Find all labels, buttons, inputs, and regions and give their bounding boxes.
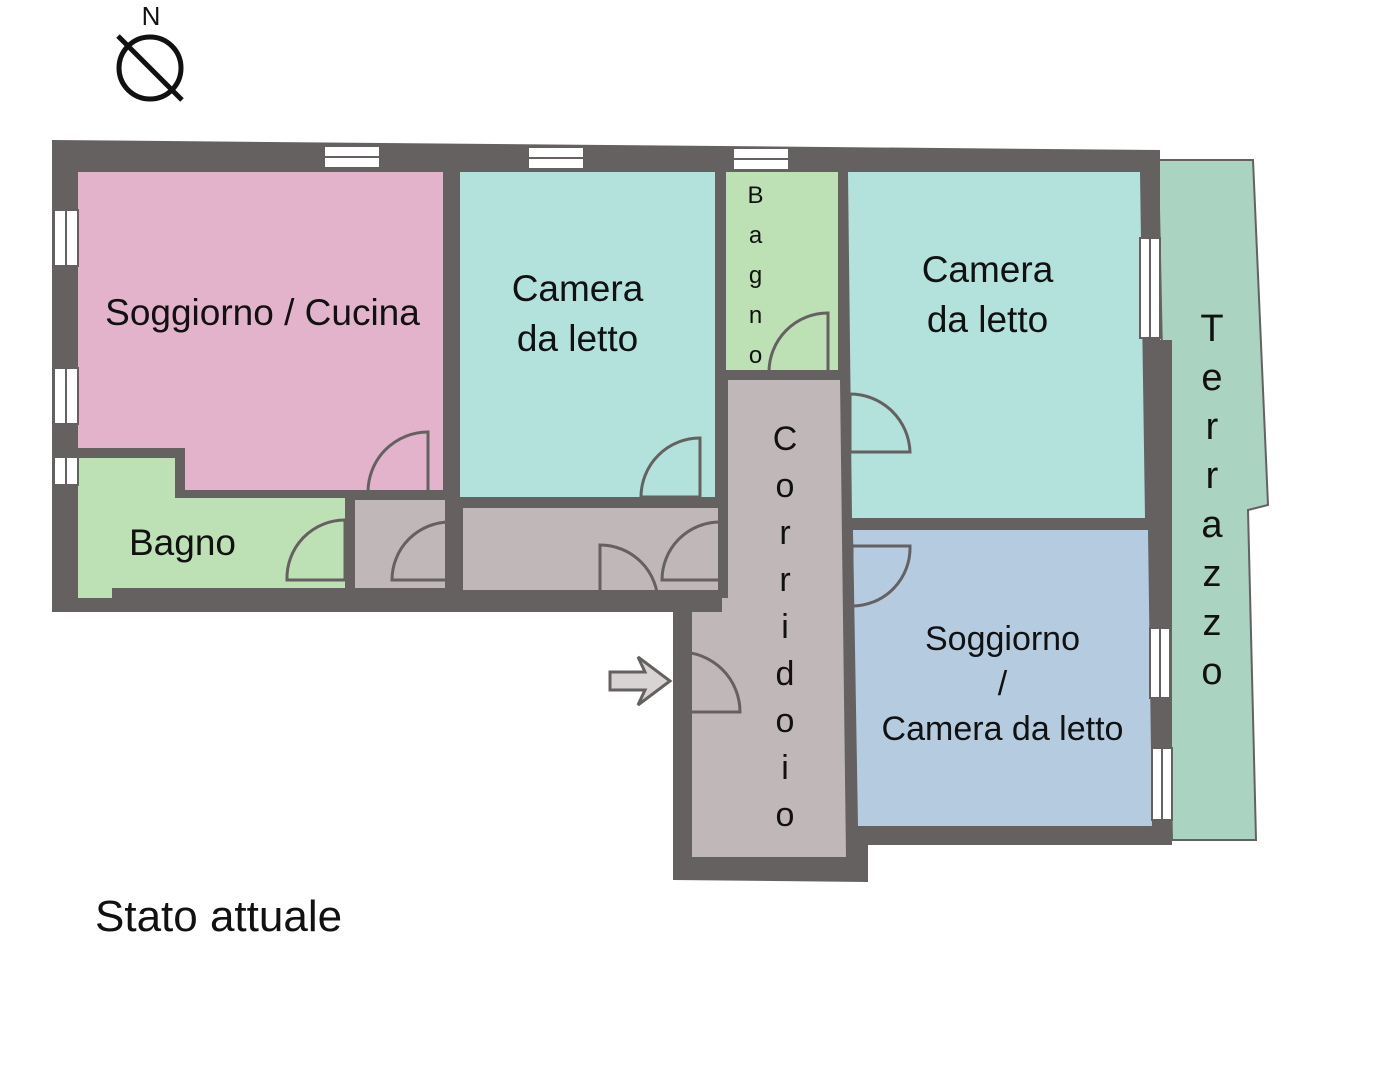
room-bagno-left — [78, 458, 345, 598]
label-camera-2-line1: Camera — [921, 249, 1054, 290]
label-camera-2-line2: da letto — [926, 299, 1049, 340]
label-soggiorno-camera-line2: / — [997, 665, 1008, 703]
caption-stato-attuale: Stato attuale — [95, 892, 343, 941]
windows — [53, 145, 1173, 821]
label-soggiorno-cucina: Soggiorno / Cucina — [105, 292, 420, 333]
label-camera-1-line2: da letto — [516, 318, 639, 359]
label-soggiorno-camera-line1: Soggiorno — [924, 620, 1080, 658]
room-corridoio — [692, 380, 846, 857]
room-camera-1 — [460, 172, 715, 497]
room-bagno-small — [726, 172, 838, 370]
label-terrazzo: Terrazzo — [1191, 308, 1233, 700]
doors — [285, 311, 912, 714]
label-soggiorno-camera-line3: Camera da letto — [881, 710, 1124, 748]
label-bagno-small: Bagno — [742, 182, 769, 382]
compass-north-label: N — [141, 1, 161, 31]
label-bagno-left: Bagno — [129, 522, 236, 563]
room-soggiorno-camera — [853, 530, 1152, 826]
room-camera-2 — [848, 172, 1145, 518]
north-compass-icon — [116, 34, 184, 102]
hall-horizontal — [463, 508, 718, 590]
room-soggiorno-cucina — [78, 172, 443, 490]
hall-small — [355, 500, 445, 588]
entrance-arrow-icon — [608, 655, 673, 707]
label-corridoio: Corridoio — [766, 420, 804, 843]
label-camera-1-line1: Camera — [511, 268, 644, 309]
